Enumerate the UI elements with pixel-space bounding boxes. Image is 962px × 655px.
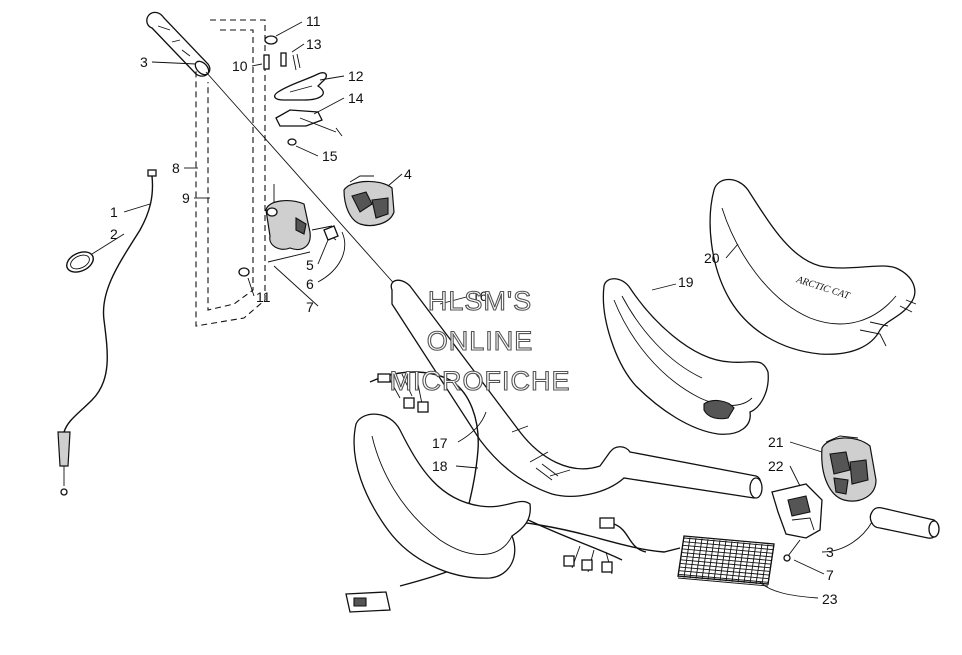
callout-15: 15 (322, 148, 338, 164)
handlebar (390, 279, 763, 499)
callout-1: 1 (110, 204, 118, 220)
switch-bracket-22 (771, 483, 823, 539)
callout-3-right: 3 (826, 544, 834, 560)
watermark-line-3: MICROFICHE (390, 366, 571, 396)
right-grip (869, 506, 940, 539)
callout-12: 12 (348, 68, 364, 84)
callout-16: 16 (472, 288, 488, 304)
callout-labels: 1 2 3 3 4 5 6 7 7 8 9 10 11 11 12 13 14 … (110, 13, 838, 607)
switch-housing-right (821, 435, 877, 502)
callout-19: 19 (678, 274, 694, 290)
lever-bracket (275, 109, 343, 137)
watermark-line-1: HLSM'S (428, 286, 532, 316)
callout-3-left: 3 (140, 54, 148, 70)
callout-23: 23 (822, 591, 838, 607)
throttle-housing (238, 184, 339, 277)
watermark-line-2: ONLINE (427, 326, 534, 356)
callout-22: 22 (768, 458, 784, 474)
callout-8: 8 (172, 160, 180, 176)
callout-5: 5 (306, 257, 314, 273)
callout-11-top: 11 (306, 13, 321, 29)
callout-7-left: 7 (306, 299, 314, 315)
callout-18: 18 (432, 458, 448, 474)
throttle-cable (57, 169, 157, 496)
leader-lines (91, 21, 873, 599)
callout-9: 9 (182, 190, 190, 206)
left-grip (146, 11, 211, 77)
heating-element-23 (677, 535, 775, 587)
callout-6: 6 (306, 276, 314, 292)
callout-11-bottom: 11 (256, 289, 271, 305)
callout-20: 20 (704, 250, 720, 266)
screw-15 (287, 138, 297, 146)
callout-4: 4 (404, 166, 412, 182)
switch-housing-left (343, 175, 395, 227)
callout-2: 2 (110, 226, 118, 242)
callout-13: 13 (306, 36, 322, 52)
cable-clip (66, 251, 94, 273)
handlebar-pad-left (353, 413, 531, 579)
screw-7-right (783, 539, 801, 562)
handlebar-pad-19 (602, 278, 769, 435)
callout-17: 17 (432, 435, 448, 451)
watermark: HLSM'S ONLINE MICROFICHE (389, 285, 571, 396)
bracket-outline-8-9 (195, 19, 266, 327)
small-hardware-top (263, 35, 301, 71)
callout-14: 14 (348, 90, 364, 106)
handlebar-pad-cover-20: ARCTIC CAT (709, 178, 917, 355)
callout-7-right: 7 (826, 567, 834, 583)
throttle-lever (273, 72, 327, 101)
handlebar-axis-line (205, 71, 399, 289)
callout-10: 10 (232, 58, 248, 74)
callout-21: 21 (768, 434, 784, 450)
